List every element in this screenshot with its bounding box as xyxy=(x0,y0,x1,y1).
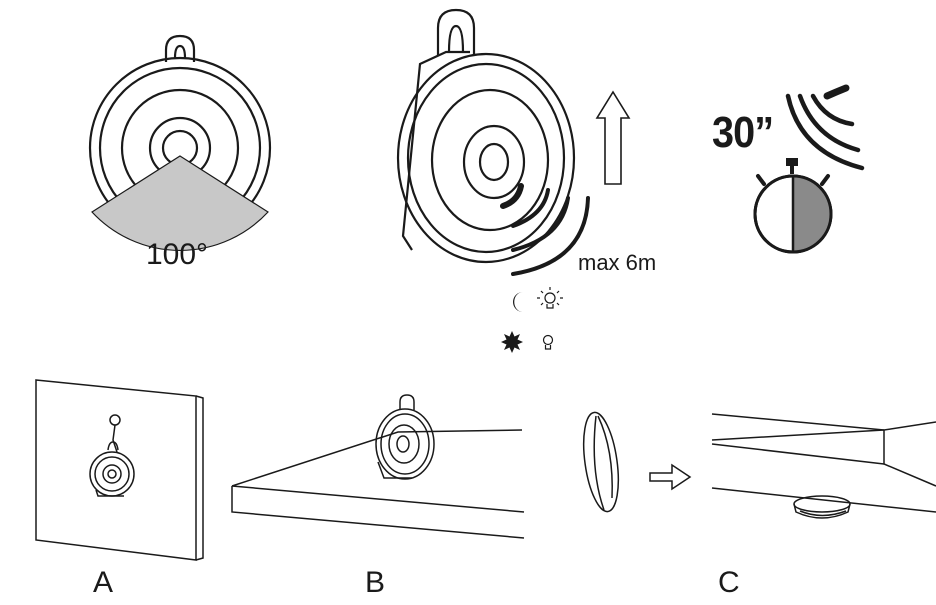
sensor-side-view xyxy=(396,8,576,264)
stopwatch-icon xyxy=(753,158,833,254)
right-arrow-icon xyxy=(649,463,692,491)
mount-c-ceiling xyxy=(711,413,936,519)
moon-icon xyxy=(513,292,523,312)
sun-icon xyxy=(501,331,523,353)
detection-cone xyxy=(91,155,269,252)
mount-option-c-label: C xyxy=(718,566,740,599)
mount-b-shelf xyxy=(231,394,525,539)
sound-wave-icon xyxy=(785,84,865,171)
bulb-off-icon xyxy=(542,334,554,350)
timer-label: 30” xyxy=(712,108,774,157)
mount-a-wall xyxy=(35,379,204,561)
adhesive-pad xyxy=(582,411,620,513)
range-label: max 6m xyxy=(578,250,657,275)
range-wave-icon xyxy=(500,183,590,276)
detection-angle-label: 100° xyxy=(146,238,209,271)
mount-option-b-label: B xyxy=(365,566,386,599)
up-arrow-icon xyxy=(595,90,631,185)
bulb-on-icon xyxy=(537,287,563,309)
mount-option-a-label: A xyxy=(93,566,114,599)
